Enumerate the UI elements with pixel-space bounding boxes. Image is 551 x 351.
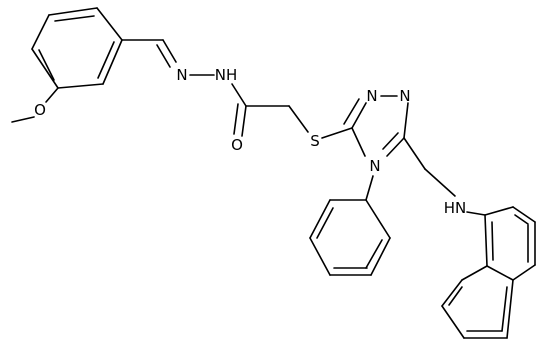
bond bbox=[288, 105, 309, 133]
bond bbox=[424, 168, 456, 197]
bond bbox=[45, 87, 59, 103]
bond bbox=[97, 41, 115, 79]
amine-hn-label: HN bbox=[444, 199, 467, 217]
bond bbox=[448, 286, 463, 306]
bond bbox=[351, 102, 367, 129]
naphthalene-ring bbox=[441, 206, 536, 339]
bond bbox=[233, 103, 239, 135]
bond bbox=[38, 49, 55, 81]
bond bbox=[501, 286, 508, 332]
bond bbox=[486, 265, 514, 281]
bond bbox=[512, 264, 536, 281]
atom-labels: O N NH O S N N N HN bbox=[34, 66, 466, 217]
bond bbox=[403, 137, 426, 170]
bond bbox=[365, 239, 383, 269]
triazole-nitrogen-label: N bbox=[366, 87, 377, 105]
bond bbox=[506, 279, 514, 339]
bond bbox=[162, 39, 177, 63]
bond bbox=[484, 206, 514, 216]
bond bbox=[309, 199, 331, 239]
bond bbox=[11, 116, 35, 123]
hydrazide-nh-label: NH bbox=[215, 66, 238, 84]
bond bbox=[461, 265, 488, 281]
acetamide-group bbox=[233, 103, 309, 137]
triazole-n4-label: N bbox=[369, 157, 380, 175]
bond bbox=[343, 98, 360, 125]
bond bbox=[54, 15, 95, 22]
bond bbox=[351, 127, 366, 157]
bond bbox=[403, 102, 409, 139]
bond bbox=[466, 211, 486, 216]
bond bbox=[156, 44, 171, 68]
bond bbox=[102, 39, 123, 85]
methoxy-group bbox=[11, 87, 59, 123]
phenyl-ring bbox=[309, 175, 391, 276]
bond bbox=[57, 83, 104, 89]
bond bbox=[386, 137, 405, 157]
sulfur-label: S bbox=[310, 132, 320, 150]
bond bbox=[514, 214, 529, 225]
oxygen-carbonyl-label: O bbox=[231, 136, 243, 154]
bond bbox=[31, 14, 50, 50]
triazole-nitrogen-label: N bbox=[399, 87, 410, 105]
bond bbox=[365, 199, 391, 239]
bond bbox=[441, 305, 465, 339]
hydrazone-linker bbox=[121, 39, 247, 107]
bond bbox=[321, 127, 353, 139]
bond bbox=[231, 83, 247, 107]
nitrogen-hydrazone-label: N bbox=[176, 66, 187, 84]
aminomethyl-linker bbox=[403, 137, 486, 216]
triazole-ring bbox=[343, 95, 409, 157]
bond bbox=[370, 237, 391, 276]
methoxyphenyl-ring bbox=[31, 7, 123, 89]
bond bbox=[512, 206, 536, 223]
bond bbox=[365, 175, 374, 201]
bond bbox=[96, 7, 123, 41]
bond bbox=[48, 7, 98, 16]
bond bbox=[491, 221, 494, 261]
bond bbox=[316, 207, 334, 239]
bond bbox=[382, 132, 399, 150]
bond bbox=[441, 279, 463, 307]
bond bbox=[484, 214, 488, 267]
bond bbox=[241, 105, 247, 137]
bond bbox=[309, 237, 331, 276]
bond bbox=[31, 48, 59, 89]
oxygen-methoxy-label: O bbox=[34, 101, 46, 119]
